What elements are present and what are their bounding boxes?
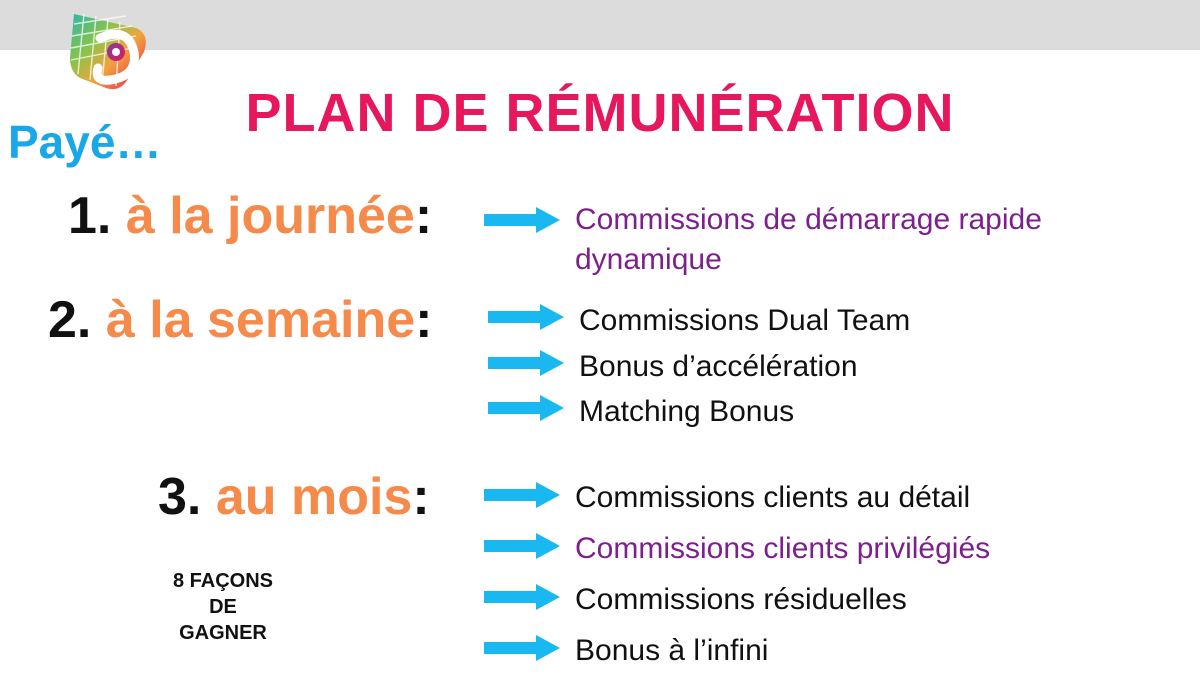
section-number: 2. xyxy=(48,291,92,349)
item-text-continued: dynamique xyxy=(575,243,722,276)
section-colon: : xyxy=(412,468,430,526)
section-number: 1. xyxy=(68,187,112,245)
arrow-right-icon xyxy=(484,635,560,661)
section-period: à la semaine xyxy=(105,291,416,349)
arrow-right-icon xyxy=(484,482,560,508)
item-residual-commissions: Commissions résiduelles xyxy=(575,583,907,616)
section-period: à la journée xyxy=(125,187,415,245)
ways-to-earn-note: 8 FAÇONS DE GAGNER xyxy=(150,568,296,646)
ways-line-1: 8 FAÇONS xyxy=(172,570,274,592)
item-retail-customer-commissions: Commissions clients au détail xyxy=(575,481,971,514)
top-bar xyxy=(0,0,1200,50)
section-period: au mois xyxy=(215,468,413,526)
section-daily-heading: 1. à la journée: xyxy=(68,186,432,246)
arrow-right-icon xyxy=(484,533,560,559)
item-preferred-customer-commissions: Commissions clients privilégiés xyxy=(575,532,991,565)
arrow-right-icon xyxy=(488,304,564,330)
section-number: 3. xyxy=(158,468,202,526)
item-acceleration-bonus: Bonus d’accélération xyxy=(579,350,858,383)
arrow-right-icon xyxy=(488,350,564,376)
title-text: PLAN DE RÉMUNÉRATION xyxy=(245,83,955,143)
arrow-right-icon xyxy=(488,395,564,421)
item-matching-bonus: Matching Bonus xyxy=(579,395,795,428)
arrow-right-icon xyxy=(484,207,560,233)
ways-line-2: DE xyxy=(209,596,237,618)
item-dual-team-commissions: Commissions Dual Team xyxy=(579,304,911,337)
section-monthly-heading: 3. au mois: xyxy=(158,467,430,527)
section-weekly-heading: 2. à la semaine: xyxy=(48,290,432,350)
section-colon: : xyxy=(414,187,433,245)
ways-line-3: GAGNER xyxy=(179,622,267,644)
item-fast-start-commissions: Commissions de démarrage rapide dynamiqu… xyxy=(575,200,1042,280)
arrow-right-icon xyxy=(484,584,560,610)
page-title: PLAN DE RÉMUNÉRATION xyxy=(0,80,1200,146)
item-text: Commissions de démarrage rapide xyxy=(575,203,1042,236)
item-infinity-bonus: Bonus à l’infini xyxy=(575,634,769,667)
brand-logo xyxy=(70,13,146,90)
section-colon: : xyxy=(415,291,433,349)
paye-label: Payé… xyxy=(8,116,162,168)
